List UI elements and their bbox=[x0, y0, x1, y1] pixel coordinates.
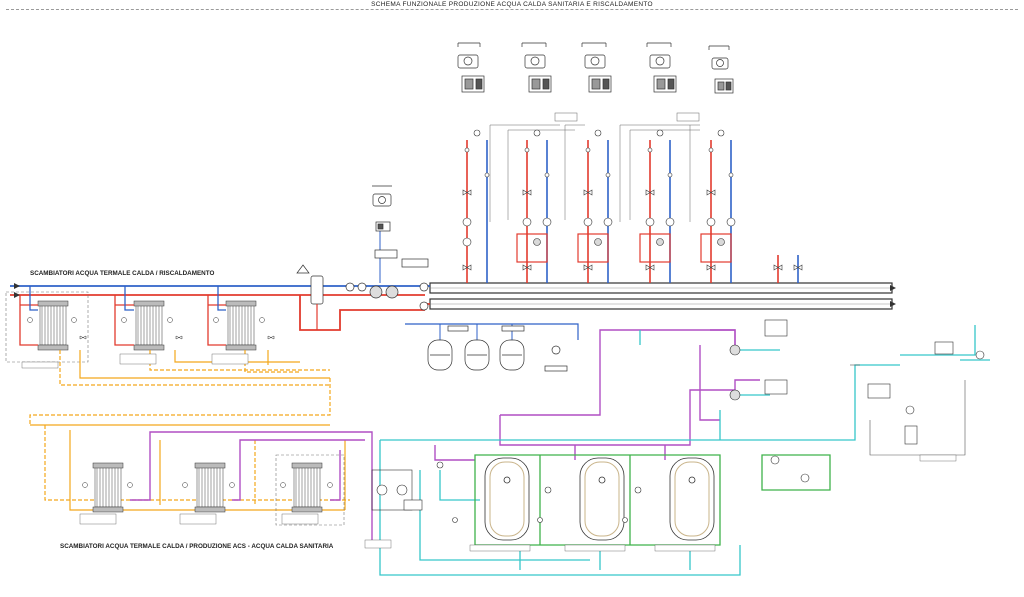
pump-bypass-loops bbox=[516, 233, 732, 263]
pump-detail-5 bbox=[708, 45, 734, 94]
thermal-water-lines bbox=[29, 350, 350, 511]
plate-heat-exchanger-2 bbox=[133, 300, 165, 351]
main-pump-group bbox=[296, 249, 429, 330]
plate-heat-exchanger-4 bbox=[92, 462, 124, 513]
right-station bbox=[850, 364, 966, 456]
manifolds bbox=[429, 282, 893, 310]
zone-markers bbox=[473, 129, 725, 137]
arrow-icon bbox=[14, 283, 20, 289]
heating-section-title: SCAMBIATORI ACQUA TERMALE CALDA / RISCAL… bbox=[30, 270, 215, 277]
acs-pumps bbox=[371, 319, 985, 523]
riser-devices bbox=[462, 147, 803, 271]
pump-detail-1 bbox=[457, 42, 485, 93]
pump-icon bbox=[706, 217, 736, 246]
pump-detail-2 bbox=[521, 42, 552, 93]
plate-heat-exchanger-1 bbox=[37, 300, 69, 351]
network-lines bbox=[379, 325, 990, 576]
pump-icon bbox=[522, 217, 552, 246]
expansion-tank bbox=[427, 339, 453, 371]
title-divider bbox=[6, 9, 1018, 10]
storage-tank bbox=[484, 457, 530, 541]
plate-heat-exchanger-3 bbox=[225, 300, 257, 351]
expansion-tanks bbox=[405, 323, 579, 372]
pump-detail-drawings bbox=[372, 42, 734, 232]
control-wiring bbox=[489, 112, 700, 222]
pump-detail-6 bbox=[372, 185, 392, 232]
acs-storage-tanks bbox=[484, 457, 715, 541]
flow-arrows bbox=[14, 283, 896, 307]
green-loop bbox=[474, 454, 831, 546]
plate-heat-exchanger-6 bbox=[291, 462, 323, 513]
heating-exchanger-area bbox=[5, 286, 275, 363]
pump-icon bbox=[583, 217, 613, 246]
pump-icon bbox=[462, 217, 472, 247]
storage-tank bbox=[669, 457, 715, 541]
pump-detail-4 bbox=[646, 42, 677, 93]
pump-detail-3 bbox=[581, 42, 612, 93]
arrow-icon bbox=[890, 285, 896, 291]
expansion-tank bbox=[499, 339, 525, 371]
expansion-tank bbox=[464, 339, 490, 371]
arrow-icon bbox=[14, 292, 20, 298]
page-title: SCHEMA FUNZIONALE PRODUZIONE ACQUA CALDA… bbox=[371, 1, 653, 8]
storage-tank bbox=[579, 457, 625, 541]
arrow-icon bbox=[890, 301, 896, 307]
pump-icon bbox=[645, 217, 675, 246]
heating-main-pipes bbox=[10, 285, 430, 331]
thermometer-icon bbox=[464, 147, 734, 178]
dhw-exchanger-area bbox=[82, 454, 345, 526]
valve-icon bbox=[462, 189, 803, 271]
dhw-section-title: SCAMBIATORI ACQUA TERMALE CALDA / PRODUZ… bbox=[60, 543, 334, 550]
plate-heat-exchanger-5 bbox=[194, 462, 226, 513]
exchanger-enclosure bbox=[275, 454, 345, 526]
tag-boxes bbox=[21, 353, 957, 552]
